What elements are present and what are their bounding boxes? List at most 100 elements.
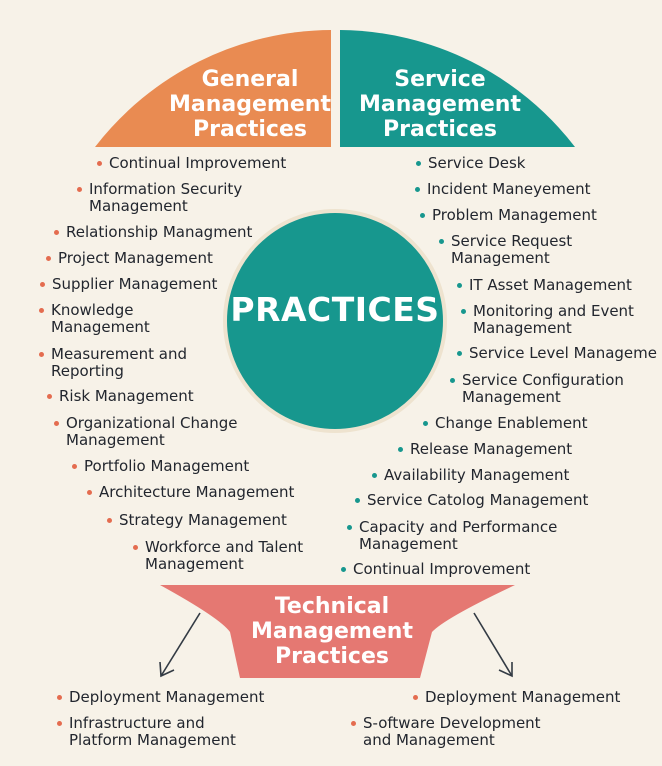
service-item-label: Monitoring and Event Management [473,302,634,337]
bullet-icon [47,394,52,399]
general-item: Information Security Management [77,181,242,215]
service-item: Monitoring and Event Management [461,303,634,337]
bullet-icon [372,473,377,478]
service-item: Change Enablement [423,415,588,432]
service-item-label: Service Request Management [451,232,573,267]
general-item: Knowledge Management [39,302,150,336]
service-item: IT Asset Management [457,277,632,294]
general-item-label: Portfolio Management [84,457,250,475]
general-item: Measurement and Reporting [39,346,187,380]
technical-left-item: Infrastructure and Platform Management [57,715,236,749]
arrow-left [159,612,201,678]
general-item-label: Architecture Management [99,483,295,501]
general-item-label: Risk Management [59,387,194,405]
service-item-label: Service Desk [428,154,526,172]
service-item: Incident Maneyement [415,181,590,198]
general-item: Project Management [46,250,213,267]
general-item-label: Supplier Management [52,275,218,293]
bullet-icon [416,161,421,166]
bullet-icon [398,447,403,452]
service-item: Problem Management [420,207,597,224]
bullet-icon [355,498,360,503]
service-item-label: Problem Management [432,206,597,224]
service-item-label: IT Asset Management [469,276,632,294]
service-item-label: Capacity and Performance Management [359,518,558,553]
service-item: Capacity and Performance Management [347,519,557,553]
bullet-icon [351,721,356,726]
service-item-label: Service Configuration Management [462,371,624,406]
service-management-title: Service Management Practices [359,67,521,142]
general-item: Strategy Management [107,512,287,529]
bullet-icon [54,421,59,426]
service-item: Service Desk [416,155,526,172]
bullet-icon [107,518,112,523]
general-item-label: Measurement and Reporting [51,345,187,380]
service-item: Release Management [398,441,572,458]
bullet-icon [97,161,102,166]
technical-left-item-label: Infrastructure and Platform Management [69,714,236,749]
arrow-right [473,612,513,678]
bullet-icon [341,567,346,572]
general-item: Workforce and Talent Management [133,539,303,573]
service-item-label: Continual Improvement [353,560,531,578]
bullet-icon [461,309,466,314]
general-item: Supplier Management [40,276,217,293]
bullet-icon [413,695,418,700]
technical-right-item: Deployment Management [413,689,620,706]
bullet-icon [39,352,44,357]
technical-left-item: Deployment Management [57,689,264,706]
bullet-icon [57,695,62,700]
technical-management-title: Technical Management Practices [251,594,413,669]
technical-right-item: S-oftware Development and Management [351,715,541,749]
technical-right-item-label: Deployment Management [425,688,621,706]
service-item-label: Release Management [410,440,573,458]
technical-header-shape [160,585,515,678]
general-item-label: Project Management [58,249,213,267]
bullet-icon [457,283,462,288]
bullet-icon [423,421,428,426]
general-item: Architecture Management [87,484,294,501]
technical-left-item-label: Deployment Management [69,688,265,706]
bullet-icon [39,308,44,313]
general-item: Portfolio Management [72,458,249,475]
general-item: Relationship Managment [54,224,252,241]
service-item-label: Service Catolog Management [367,491,589,509]
bullet-icon [347,525,352,530]
practices-center-title: PRACTICES [230,290,440,329]
bullet-icon [415,187,420,192]
general-item: Risk Management [47,388,194,405]
general-header-shape [95,30,331,147]
bullet-icon [72,464,77,469]
general-item-label: Organizational Change Management [66,414,238,449]
general-item-label: Relationship Managment [66,223,253,241]
bullet-icon [439,239,444,244]
service-item: Service Configuration Management [450,372,624,406]
service-item-label: Availability Management [384,466,570,484]
service-item-label: Service Level Manageme [469,344,657,362]
center-circle [223,209,447,433]
general-item: Continual Improvement [97,155,286,172]
general-management-title: General Management Practices [169,67,331,142]
general-item-label: Continual Improvement [109,154,287,172]
service-item: Service Request Management [439,233,572,267]
service-item-label: Change Enablement [435,414,588,432]
bullet-icon [46,256,51,261]
general-item-label: Strategy Management [119,511,287,529]
service-item: Availability Management [372,467,569,484]
bullet-icon [87,490,92,495]
bullet-icon [420,213,425,218]
general-item: Organizational Change Management [54,415,237,449]
technical-right-item-label: S-oftware Development and Management [363,714,541,749]
general-item-label: Workforce and Talent Management [145,538,304,573]
service-item-label: Incident Maneyement [427,180,591,198]
service-item: Service Catolog Management [355,492,588,509]
bullet-icon [40,282,45,287]
bullet-icon [450,378,455,383]
bullet-icon [457,351,462,356]
bullet-icon [57,721,62,726]
service-item: Service Level Manageme [457,345,657,362]
general-item-label: Information Security Management [89,180,243,215]
bullet-icon [77,187,82,192]
general-item-label: Knowledge Management [51,301,150,336]
